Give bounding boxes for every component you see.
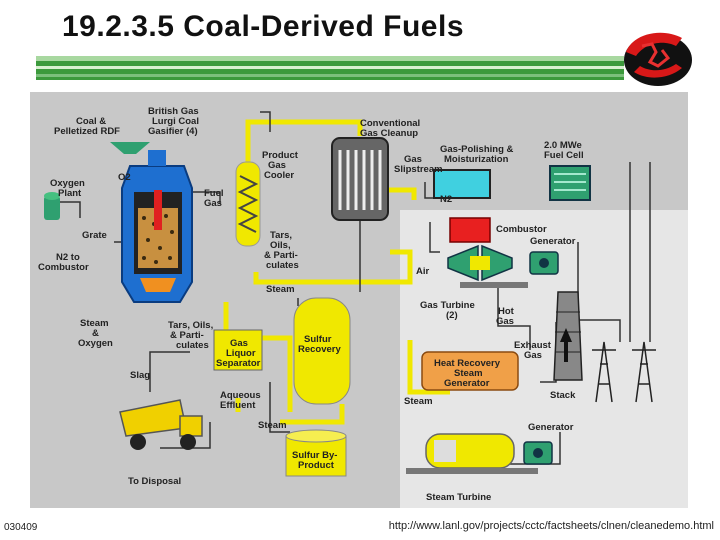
label-exhaust-2: Gas [524, 350, 542, 361]
fuel-cell-icon [549, 165, 591, 201]
label-gls-1: Gas [230, 338, 248, 349]
stack-icon [553, 291, 583, 381]
label-steam-turbine: Steam Turbine [426, 492, 491, 503]
label-hrsg-1: Heat Recovery [434, 358, 501, 369]
label-aqueous-1: Aqueous [220, 390, 261, 401]
label-slipstream-1: Gas [404, 154, 422, 165]
coal-fuels-process-diagram: Coal & Pelletized RDF British Gas Lurgi … [30, 92, 688, 508]
generator-top-icon [529, 251, 559, 275]
label-gasifier-3: Gasifier (4) [148, 126, 198, 137]
generator-bottom-icon [523, 441, 553, 465]
page-title: 19.2.3.5 Coal-Derived Fuels [62, 10, 465, 43]
heat-recovery-steam-generator-icon [421, 351, 519, 391]
label-generator-top: Generator [530, 236, 576, 247]
label-slag: Slag [130, 370, 150, 381]
transmission-tower-icon [592, 341, 656, 403]
label-steam-left: Steam [266, 284, 295, 295]
dump-truck-icon [119, 399, 203, 450]
label-fuel-cell-1: 2.0 MWe [544, 140, 582, 151]
label-polishing-1: Gas-Polishing & [440, 144, 514, 155]
label-grate: Grate [82, 230, 107, 241]
footer-code: 030409 [4, 522, 38, 533]
label-fuel-gas-1: Fuel [204, 188, 224, 199]
gasifier-icon [121, 150, 193, 303]
label-n2-combustor-2: Combustor [38, 262, 89, 273]
label-steam-oxygen-2: & [92, 328, 99, 339]
label-air: Air [416, 266, 430, 277]
label-n2-combustor-1: N2 to [56, 252, 80, 263]
gas-turbine-icon [447, 244, 528, 288]
label-steam-bottom: Steam [258, 420, 287, 431]
steam-turbine-icon [406, 433, 538, 474]
label-fuel-gas-2: Gas [204, 198, 222, 209]
label-hot-gas-2: Gas [496, 316, 514, 327]
label-sulfur-rec-2: Recovery [298, 344, 341, 355]
label-gls-2: Liquor [226, 348, 256, 359]
gas-liquor-separator-icon [213, 329, 263, 371]
label-sulfur-rec-1: Sulfur [304, 334, 332, 345]
label-oxygen-plant-1: Oxygen [50, 178, 85, 189]
flow-lines [58, 111, 651, 465]
label-gas-turbine-1: Gas Turbine [420, 300, 475, 311]
oxygen-plant-icon [44, 192, 60, 220]
label-generator-bottom: Generator [528, 422, 574, 433]
label-gasifier-1: British Gas [148, 106, 199, 117]
label-hot-gas-1: Hot [498, 306, 515, 317]
label-n2: N2 [440, 194, 452, 205]
label-hrsg-3: Generator [444, 378, 490, 389]
label-conv-cleanup-2: Gas Cleanup [360, 128, 418, 139]
title-banner-stripe [36, 56, 624, 80]
label-coal-rdf-2: Pelletized RDF [54, 126, 120, 137]
label-steam-oxygen-3: Oxygen [78, 338, 113, 349]
label-gls-3: Separator [216, 358, 261, 369]
sulfur-byproduct-icon [285, 429, 347, 477]
label-tars-1: Tars, [270, 230, 292, 241]
footer-source-url: http://www.lanl.gov/projects/cctc/factsh… [388, 520, 714, 532]
label-hrsg-2: Steam [454, 368, 483, 379]
label-sulfur-bp-2: Product [298, 460, 335, 471]
label-steam-oxygen-1: Steam [80, 318, 109, 329]
label-stack: Stack [550, 390, 576, 401]
product-gas-cooler-icon [235, 161, 261, 247]
coal-hopper-icon [110, 142, 150, 154]
label-slipstream-2: Slipstream [394, 164, 443, 175]
label-coal-rdf-1: Coal & [76, 116, 106, 127]
gas-cleanup-icon [331, 137, 389, 221]
combustor-icon [449, 217, 491, 243]
label-pgc-2: Gas [268, 160, 286, 171]
label-tars-4: culates [266, 260, 299, 271]
label-pgc-1: Product [262, 150, 299, 161]
label-tars2-1: Tars, Oils, [168, 320, 213, 331]
label-tars2-2: & Parti- [170, 330, 204, 341]
logo-icon [624, 32, 692, 86]
label-tars-2: Oils, [270, 240, 291, 251]
label-to-disposal: To Disposal [128, 476, 181, 487]
label-oxygen-plant-2: Plant [58, 188, 82, 199]
label-fuel-cell-2: Fuel Cell [544, 150, 584, 161]
sulfur-recovery-icon [293, 297, 351, 405]
label-gas-turbine-2: (2) [446, 310, 458, 321]
label-sulfur-bp-1: Sulfur By- [292, 450, 337, 461]
label-conv-cleanup-1: Conventional [360, 118, 420, 129]
label-pgc-3: Cooler [264, 170, 294, 181]
label-exhaust-1: Exhaust [514, 340, 552, 351]
label-steam-mid: Steam [404, 396, 433, 407]
label-gasifier-2: Lurgi Coal [152, 116, 199, 127]
label-o2: O2 [118, 172, 131, 183]
label-combustor: Combustor [496, 224, 547, 235]
label-aqueous-2: Effluent [220, 400, 256, 411]
label-tars2-3: culates [176, 340, 209, 351]
gas-polishing-icon [433, 169, 491, 199]
label-polishing-2: Moisturization [444, 154, 509, 165]
label-tars-3: & Parti- [264, 250, 298, 261]
